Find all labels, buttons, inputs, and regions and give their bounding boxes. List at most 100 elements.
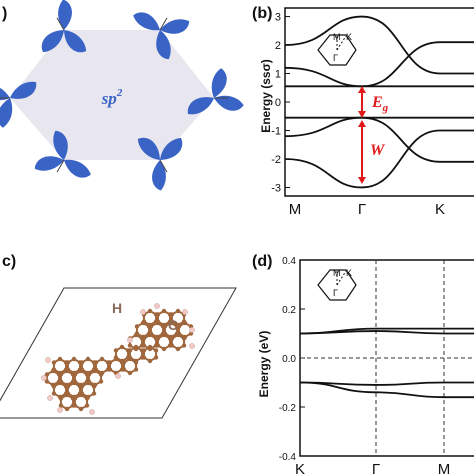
- carbon-atom: [119, 344, 125, 350]
- carbon-atom: [79, 360, 85, 365]
- orbital-lobe: [64, 30, 87, 53]
- carbon-atom: [44, 372, 50, 377]
- carbon-atom: [78, 392, 84, 398]
- carbon-atom: [127, 348, 133, 353]
- carbon-atom: [168, 320, 174, 326]
- band-line: [299, 381, 474, 399]
- molecule: [41, 303, 195, 415]
- y-tick-label: 0.0: [282, 354, 296, 365]
- orbital-lobe: [0, 85, 10, 101]
- carbon-atom: [169, 312, 175, 317]
- panel-a-label: ): [2, 5, 7, 22]
- carbon-atom: [51, 391, 57, 396]
- hydrogen-atom: [57, 407, 63, 413]
- unit-cell: [0, 287, 237, 419]
- orbital-lobe: [41, 30, 64, 53]
- carbon-atom: [155, 343, 161, 348]
- panel-b-annotations: Eg W: [358, 86, 389, 184]
- inset-b-K: K: [346, 32, 352, 42]
- x-tick-label: M: [438, 461, 451, 474]
- orbital-lobe: [160, 19, 190, 34]
- carbon-atom: [133, 344, 139, 350]
- carbon-atom: [147, 332, 153, 338]
- carbon-atom: [91, 391, 97, 396]
- orbital-lobe: [214, 95, 244, 111]
- carbon-atom: [141, 343, 147, 348]
- carbon-atom: [153, 348, 159, 353]
- orbital-lobe: [137, 137, 160, 160]
- gap-label: Eg: [371, 94, 389, 114]
- carbon-atom: [84, 403, 90, 408]
- carbon-atom: [65, 360, 71, 365]
- y-tick-label: 0.4: [282, 256, 296, 267]
- panel-b-inset: M K Γ: [317, 32, 357, 66]
- y-tick-label: 0: [275, 97, 281, 109]
- carbon-atom: [57, 380, 63, 386]
- hydrogen-atom: [89, 409, 95, 415]
- orbital-lobe: [160, 137, 183, 160]
- carbon-atom: [64, 392, 70, 398]
- orbital-lobe: [10, 81, 37, 99]
- carbon-atom: [58, 372, 64, 377]
- carbon-atom: [181, 336, 187, 341]
- carbon-atom: [141, 336, 147, 341]
- carbon-atom: [72, 396, 78, 401]
- inset-b-Gamma: Γ: [333, 53, 338, 63]
- carbon-atom: [147, 344, 153, 350]
- carbon-atom: [161, 346, 167, 352]
- carbon-atom: [148, 324, 154, 329]
- carbon-atom: [169, 336, 175, 341]
- x-tick-label: M: [289, 201, 302, 218]
- band-line: [299, 381, 474, 386]
- inset-d-K: K: [346, 268, 352, 278]
- orbital-lobe: [64, 159, 91, 178]
- bond-stub: [56, 17, 65, 31]
- atom-H-label: H: [112, 300, 122, 316]
- carbon-atom: [141, 348, 147, 353]
- carbon-atom: [133, 367, 139, 372]
- panel-c-label: c): [2, 253, 16, 270]
- carbon-atom: [107, 360, 113, 365]
- panel-d-label: (d): [252, 253, 272, 270]
- carbon-atom: [98, 379, 104, 384]
- carbon-atom: [175, 332, 181, 338]
- carbon-atom: [85, 380, 91, 386]
- carbon-atom: [50, 368, 56, 374]
- width-label: W: [370, 142, 386, 159]
- carbon-atom: [153, 355, 159, 360]
- carbon-atom: [155, 312, 161, 317]
- carbon-atom: [98, 372, 104, 377]
- bond-stub: [159, 159, 168, 173]
- hydrogen-atom: [154, 303, 160, 309]
- carbon-atom: [84, 396, 90, 401]
- carbon-atom: [78, 406, 84, 412]
- carbon-atom: [58, 403, 64, 408]
- carbon-atom: [121, 367, 127, 372]
- carbon-atom: [161, 308, 167, 314]
- hydrogen-atom: [45, 357, 51, 363]
- band-line: [284, 41, 474, 88]
- carbon-atom: [155, 336, 161, 341]
- carbon-atom: [51, 360, 57, 365]
- y-tick-label: -0.2: [279, 403, 297, 414]
- carbon-atom: [140, 320, 146, 326]
- carbon-atom: [162, 324, 168, 329]
- carbon-atom: [72, 372, 78, 377]
- carbon-atom: [141, 355, 147, 360]
- carbon-atom: [64, 368, 70, 374]
- carbon-atom: [92, 368, 98, 374]
- orbital-lobe: [156, 30, 171, 60]
- carbon-atom: [133, 332, 139, 338]
- carbon-atom: [78, 368, 84, 374]
- carbon-atom: [72, 403, 78, 408]
- carbon-atom: [176, 324, 182, 329]
- orbital-lobe: [187, 97, 214, 115]
- panel-d-bands: [299, 327, 474, 399]
- x-tick-label: Γ: [358, 201, 366, 218]
- hydrogen-atom: [41, 375, 47, 381]
- carbon-atom: [99, 356, 105, 362]
- panel-d-ylabel: Energy (eV): [257, 331, 271, 398]
- carbon-atom: [79, 384, 85, 389]
- y-tick-label: -2: [271, 154, 281, 166]
